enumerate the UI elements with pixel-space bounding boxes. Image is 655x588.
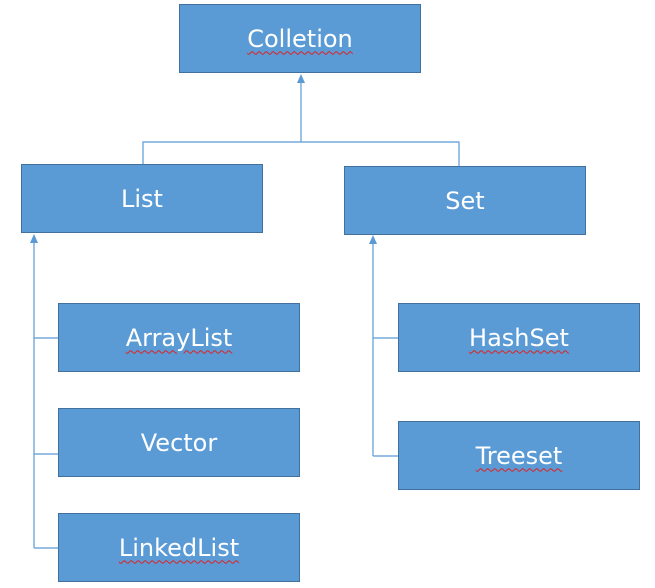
node-label: ArrayList (125, 323, 233, 352)
node-label: Colletion (247, 24, 353, 53)
node-hashset: HashSet (398, 303, 640, 372)
node-list: List (21, 164, 263, 233)
connector-root-to-branches (142, 141, 460, 166)
node-label: Set (445, 186, 485, 215)
arrowhead-root (297, 74, 305, 83)
node-vector: Vector (58, 408, 300, 477)
node-arraylist: ArrayList (58, 303, 300, 372)
node-label: HashSet (469, 323, 569, 352)
node-treeset: Treeset (398, 421, 640, 490)
node-label: List (121, 184, 163, 213)
node-label: Vector (140, 428, 218, 457)
node-label: Treeset (475, 441, 563, 470)
node-linkedlist: LinkedList (58, 513, 300, 582)
arrowhead-set (369, 235, 377, 244)
arrowhead-list (30, 234, 38, 243)
node-set: Set (344, 166, 586, 235)
node-label: LinkedList (118, 533, 240, 562)
node-colletion: Colletion (179, 4, 421, 73)
